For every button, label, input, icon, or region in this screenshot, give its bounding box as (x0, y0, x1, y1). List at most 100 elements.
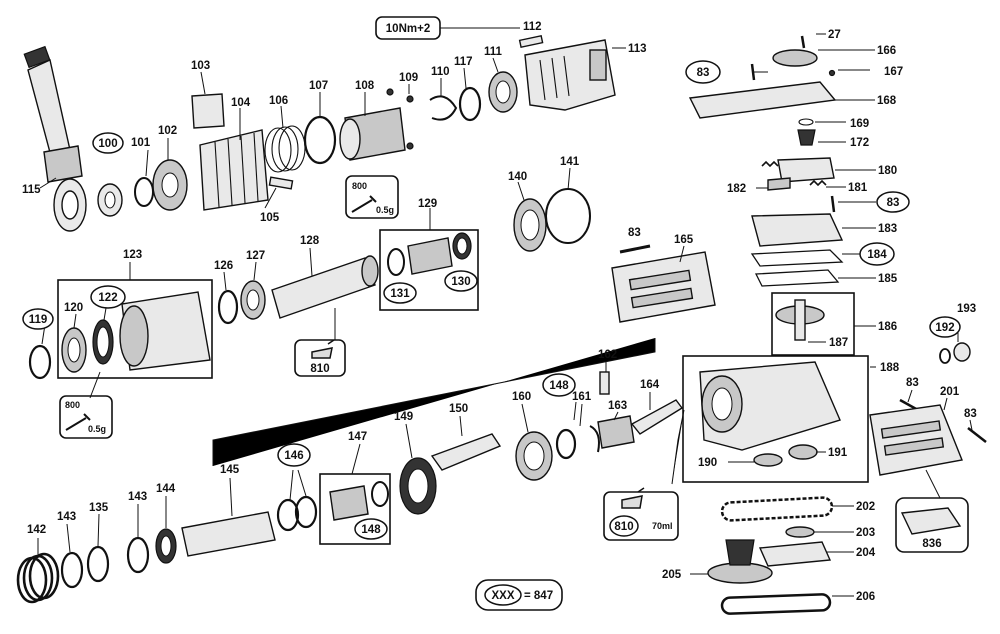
pin-105-part (268, 176, 294, 190)
label-142: 142 (27, 524, 46, 536)
lubricant-callout-lower-box (603, 491, 679, 541)
label-101: 101 (131, 137, 151, 149)
label-202: 202 (856, 501, 875, 513)
oval-148-lower (354, 518, 388, 540)
oil-can-icon-upper (311, 339, 335, 359)
grease-tube-icon-upper (351, 195, 377, 213)
label-162: 162 (598, 349, 617, 361)
group-box-188 (682, 355, 869, 483)
ring-146a-part (276, 498, 300, 532)
label-143-a: 143 (57, 511, 76, 523)
ring-117-part (458, 86, 482, 122)
label-164: 164 (640, 379, 660, 391)
label-115: 115 (22, 184, 41, 196)
label-143-b: 143 (128, 491, 147, 503)
screw-27-part (800, 35, 806, 49)
oval-100 (92, 132, 124, 154)
label-105: 105 (260, 212, 280, 224)
oval-130 (444, 270, 478, 292)
label-145: 145 (220, 464, 240, 476)
label-122: 122 (98, 292, 117, 304)
grease-tube-icon-lower (65, 413, 91, 431)
grease-callout-lower: 800 0.5g (59, 395, 113, 439)
belt-206-part (720, 593, 832, 615)
grease-amount-upper: 800 (352, 181, 367, 191)
holder-108-part (339, 107, 406, 161)
kit-836-code: 836 (922, 538, 941, 550)
kit-836-box (895, 497, 969, 553)
label-160: 160 (512, 391, 531, 403)
group-box-129 (379, 229, 479, 311)
label-181: 181 (848, 182, 868, 194)
grease-callout-lower-box (59, 395, 113, 439)
label-117: 117 (454, 56, 473, 68)
ring-143a-part (60, 551, 84, 589)
label-119: 119 (29, 314, 48, 326)
ring-192-part (939, 348, 951, 364)
cover-168-part (688, 81, 837, 119)
ball-109a-part (386, 88, 394, 96)
clip-103-part (191, 93, 225, 129)
screw-83-mid-part (830, 195, 836, 213)
washer-107-part (303, 115, 337, 165)
oval-192 (929, 316, 961, 338)
label-27: 27 (828, 29, 841, 41)
label-104: 104 (231, 97, 251, 109)
plate-183-part (751, 213, 844, 247)
ring-141-part (545, 188, 591, 244)
label-128: 128 (300, 235, 320, 247)
oval-131 (383, 282, 417, 304)
legend-code: XXX (491, 590, 514, 602)
label-180: 180 (878, 165, 897, 177)
group-box-123 (57, 279, 213, 379)
label-186: 186 (878, 321, 897, 333)
label-191: 191 (828, 447, 848, 459)
label-83-right1: 83 (906, 377, 919, 389)
label-111: 111 (484, 46, 503, 58)
knob-172-part (797, 129, 816, 146)
oil-can-icon-lower (621, 487, 645, 509)
chain-202-part (720, 496, 834, 522)
label-83-center: 83 (628, 227, 641, 239)
torque-note-text: 10Nm+2 (386, 23, 430, 35)
legend-oval (484, 584, 522, 606)
label-193: 193 (957, 303, 976, 315)
label-203: 203 (856, 527, 875, 539)
oval-122 (90, 285, 126, 309)
label-184: 184 (867, 249, 887, 261)
sprocket-203-part (785, 526, 815, 538)
side-handle-part (23, 45, 87, 232)
lubricant-callout-upper: 810 (294, 339, 346, 377)
label-168: 168 (877, 95, 897, 107)
label-144: 144 (156, 483, 176, 495)
label-163: 163 (608, 400, 627, 412)
label-113: 113 (628, 43, 647, 55)
label-148-mid: 148 (549, 380, 569, 392)
label-161: 161 (572, 391, 592, 403)
label-188: 188 (880, 362, 900, 374)
ring-110-part (429, 95, 458, 121)
label-141: 141 (560, 156, 580, 168)
ball-109b-part (406, 95, 414, 103)
label-127: 127 (246, 250, 265, 262)
label-83-right2: 83 (964, 408, 977, 420)
label-183: 183 (878, 223, 897, 235)
label-146: 146 (284, 450, 303, 462)
bush-193-part (953, 342, 971, 362)
torque-note: 10Nm+2 (375, 16, 441, 40)
pin-83-part (619, 244, 651, 254)
label-165: 165 (674, 234, 694, 246)
label-205: 205 (662, 569, 682, 581)
label-148-lower: 148 (361, 524, 381, 536)
ball-109c-part (406, 142, 414, 150)
label-149: 149 (394, 411, 413, 423)
label-135: 135 (89, 502, 109, 514)
ring-135-part (86, 545, 110, 583)
screw-112-part (518, 34, 544, 49)
label-201: 201 (940, 386, 960, 398)
legend-box (475, 579, 563, 611)
kit-836-part (900, 507, 962, 535)
label-108: 108 (355, 80, 375, 92)
shaft-128-gear-part (361, 255, 379, 287)
label-150: 150 (449, 403, 468, 415)
